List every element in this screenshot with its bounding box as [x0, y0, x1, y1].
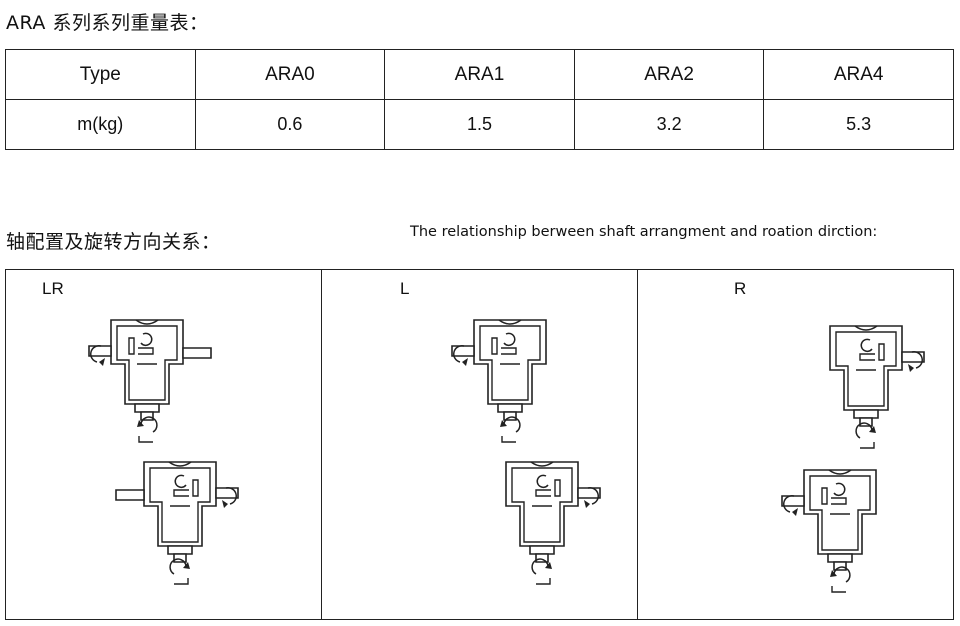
- table-header-row: Type ARA0 ARA1 ARA2 ARA4: [5, 49, 954, 100]
- gearbox-diagram-icon: [451, 319, 547, 443]
- table-cell: ARA2: [573, 49, 765, 100]
- gearbox-diagram-icon: [115, 461, 239, 585]
- table-cell: ARA0: [194, 49, 386, 100]
- weight-table-title: ARA 系列系列重量表：: [6, 12, 209, 34]
- table-cell: ARA1: [384, 49, 575, 100]
- panel-label: L: [400, 279, 410, 298]
- table-cell: Type: [5, 49, 196, 100]
- panel-label: R: [734, 279, 747, 298]
- panel-lr: LR: [6, 270, 322, 619]
- gearbox-diagram-icon: [829, 325, 925, 449]
- arrangement-title-en: The relationship berween shaft arrangmen…: [410, 224, 878, 240]
- gearbox-diagram-icon: [505, 461, 601, 585]
- panel-l: L: [322, 270, 638, 619]
- gearbox-diagram-icon: [781, 469, 877, 593]
- shaft-arrangement-panels: LR L R: [5, 269, 954, 620]
- table-cell: m(kg): [5, 99, 196, 150]
- table-row: m(kg) 0.6 1.5 3.2 5.3: [5, 99, 954, 150]
- weight-table: Type ARA0 ARA1 ARA2 ARA4 m(kg) 0.6 1.5 3…: [5, 49, 954, 150]
- table-cell: 0.6: [194, 99, 386, 150]
- arrangement-title: 轴配置及旋转方向关系：: [6, 231, 221, 253]
- table-cell: 5.3: [763, 99, 954, 150]
- table-cell: ARA4: [763, 49, 954, 100]
- table-cell: 1.5: [384, 99, 575, 150]
- panel-label: LR: [42, 279, 64, 298]
- table-cell: 3.2: [573, 99, 765, 150]
- gearbox-diagram-icon: [88, 319, 212, 443]
- panel-r: R: [638, 270, 953, 619]
